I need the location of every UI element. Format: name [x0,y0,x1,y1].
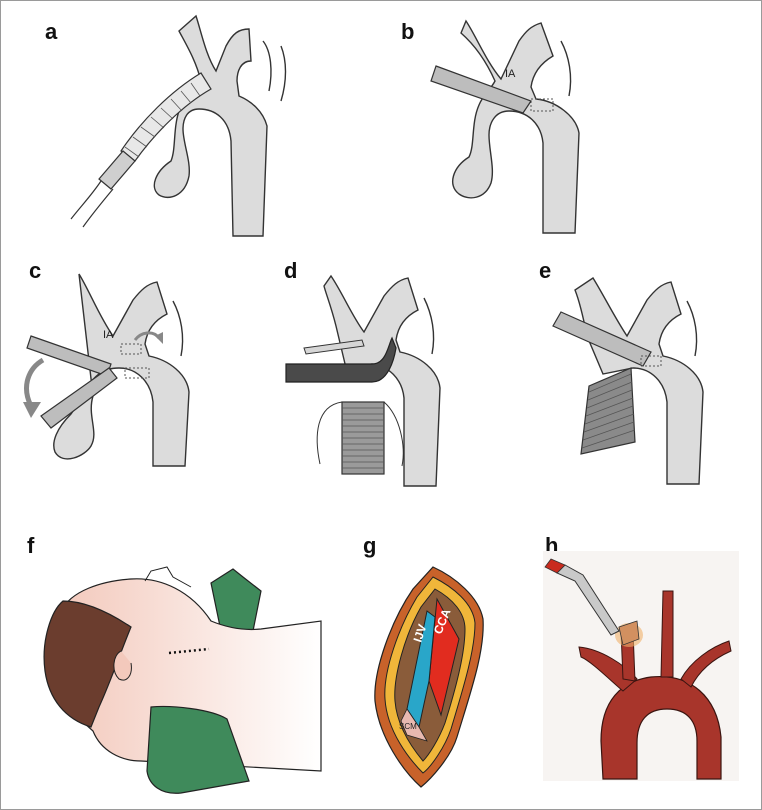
panel-label-b: b [401,19,415,44]
aortic-arch-b [451,19,580,234]
graft-tube-b [430,65,532,114]
aortic-arch-drawing-d [285,274,441,487]
clamp-d [285,336,397,383]
aortic-arch-e [574,277,704,485]
panel-b: b IA [391,1,691,251]
graft-tube-a [70,72,212,228]
aortic-arch-drawing-c: IA [23,273,190,467]
aortic-arch-d [323,274,441,487]
ijv-label: IJV [411,622,430,643]
rotate-arrow-left-icon [24,357,45,408]
neck-roll-drape [146,705,250,794]
graft-anastomosis-b [530,98,554,112]
sternocleidomastoid-muscle [400,708,428,742]
scm-label: SCM [399,722,417,731]
aortic-arch-c [53,273,190,467]
aortic-arch-drawing-b: IA [430,19,580,234]
woven-graft-e [580,367,636,455]
aortic-arch-drawing-e [552,277,704,485]
aortic-arch-color-drawing [543,551,739,781]
ear [113,650,132,681]
panel-label-d: d [284,258,298,283]
panel-e: e [531,256,761,506]
incision-line [168,647,210,655]
ia-label-b: IA [505,68,516,80]
panel-label-g: g [363,533,377,558]
panel-c: c IA [1,256,261,506]
patient-position-drawing [43,566,322,794]
panel-a: a [1,1,287,251]
graft-tube-d [303,339,365,355]
panel-label-f: f [27,533,35,558]
ia-label-c: IA [103,329,114,341]
clamp-lower-c [40,367,118,429]
face-profile [144,566,192,588]
panel-f: f [1,531,331,801]
panel-label-c: c [29,258,42,283]
surgical-exposure-drawing: CCA IJV SCM [374,566,484,788]
panel-g: g CCA IJV SCM [361,531,511,801]
panel-d: d [276,256,526,506]
panel-h: h [541,531,761,801]
panel-label-a: a [45,19,58,44]
panel-label-e: e [539,258,552,283]
aortic-arch-a [153,14,287,237]
patient-hair [43,600,132,728]
left-carotid-h [660,590,674,678]
internal-jugular-vein [406,610,436,729]
left-subclavian-h [680,640,732,688]
aortic-arch-drawing-a [70,14,287,237]
